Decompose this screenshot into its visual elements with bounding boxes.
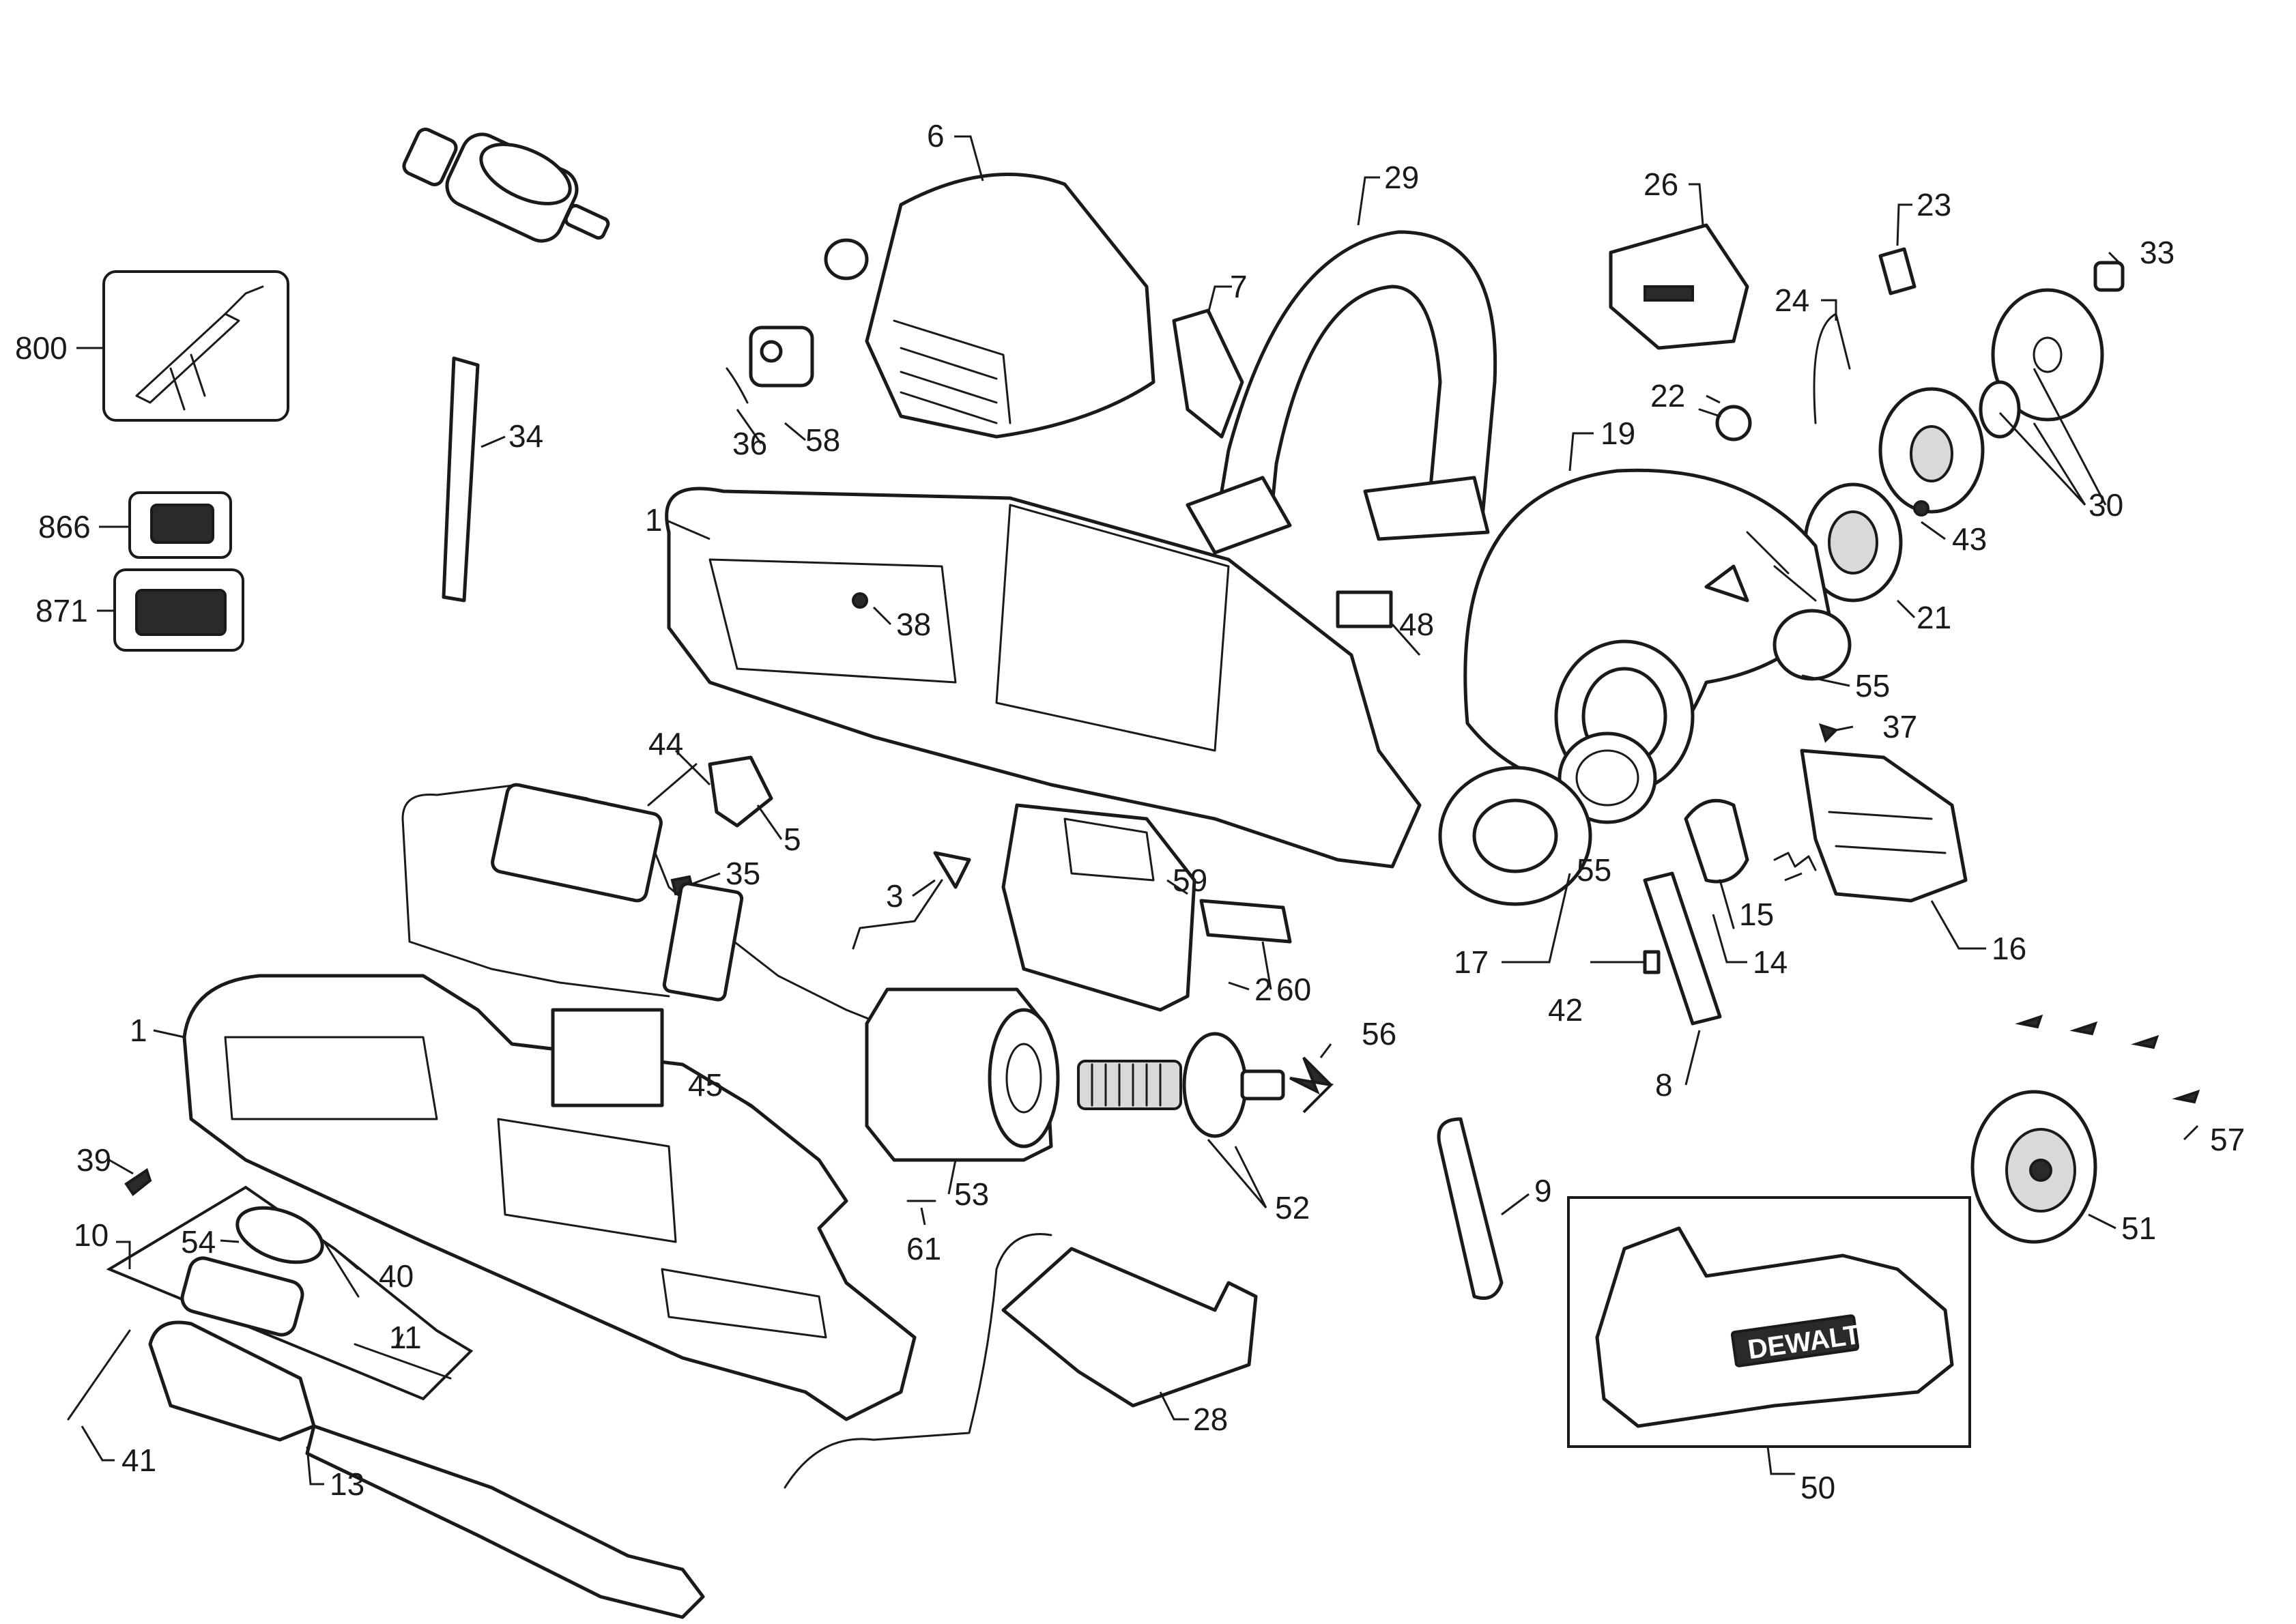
arm-9-drawing: [1437, 1117, 1504, 1300]
callout-58: 58: [805, 422, 840, 458]
part-866-frame: [128, 491, 232, 559]
callout-26: 26: [1644, 166, 1678, 202]
arch-handle-drawing: [1186, 230, 1497, 555]
gearbox-51-drawing: [1970, 1014, 2200, 1244]
cap-26-drawing: [1609, 223, 1749, 350]
callout-23: 23: [1917, 187, 1951, 222]
callout-60: 60: [1276, 972, 1311, 1007]
motor-53-drawing: [865, 987, 1060, 1202]
callout-24: 24: [1775, 282, 1809, 318]
callout-866: 866: [38, 509, 91, 545]
flange-21-drawing: [1803, 482, 1929, 603]
callout-871: 871: [35, 593, 88, 628]
callout-40: 40: [379, 1258, 414, 1294]
handle-13-drawing: [67, 1233, 1052, 1619]
bracket-58-drawing: [726, 325, 814, 404]
callout-54: 54: [181, 1224, 216, 1260]
callout-48: 48: [1399, 607, 1434, 642]
arm-housing-50-frame: DEWALT: [1567, 1196, 1971, 1448]
callout-10: 10: [74, 1217, 109, 1253]
callout-35: 35: [726, 856, 760, 891]
callout-44: 44: [648, 726, 683, 762]
callout-17: 17: [1454, 944, 1489, 980]
seals-55-drawing: [1558, 609, 1852, 824]
callout-13: 13: [330, 1466, 364, 1502]
callout-3: 3: [886, 878, 904, 914]
fitting-23-drawing: [1878, 247, 1917, 295]
callout-11: 11: [389, 1320, 422, 1355]
callout-28: 28: [1193, 1402, 1228, 1437]
water-valve-drawing: [402, 128, 610, 243]
callout-52: 52: [1275, 1190, 1310, 1226]
water-ring-17-drawing: [1438, 766, 1592, 906]
part-800-frame: [102, 270, 289, 422]
callout-19: 19: [1601, 416, 1635, 451]
electronics-box-2-drawing: [1001, 803, 1292, 1012]
callout-43: 43: [1952, 521, 1987, 557]
part-871-frame: [113, 568, 244, 652]
callout-39: 39: [76, 1142, 111, 1178]
armature-52-drawing: [1077, 1032, 1334, 1138]
callout-42: 42: [1548, 992, 1583, 1028]
callout-6: 6: [927, 118, 945, 154]
switch-5-drawing: [647, 755, 773, 896]
bolt-42-drawing: [1596, 950, 1661, 974]
callout-51: 51: [2121, 1210, 2156, 1246]
callout-16: 16: [1992, 931, 2026, 966]
callout-61: 61: [906, 1231, 941, 1266]
leader-lines: [76, 135, 2199, 1485]
callout-14: 14: [1753, 944, 1788, 980]
bracket-16-drawing: [1800, 723, 1968, 903]
link-8-drawing: [1643, 871, 1722, 1026]
callout-21: 21: [1917, 600, 1951, 635]
callout-2: 2: [1254, 972, 1272, 1007]
wire-3-drawing: [852, 851, 971, 950]
callout-7: 7: [1230, 269, 1248, 304]
fitting-22-drawing: [1698, 405, 1752, 441]
callout-36: 36: [732, 426, 767, 461]
callout-59: 59: [1173, 862, 1207, 898]
callout-30: 30: [2089, 487, 2123, 523]
callout-labels: 800 866 871 34 6 7 29 26 23 33 24 22 19 …: [15, 118, 2245, 1505]
callout-5: 5: [784, 822, 801, 857]
callout-56: 56: [1362, 1016, 1396, 1052]
callout-1a: 1: [645, 502, 663, 538]
filter-cover-drawing: [824, 172, 1156, 439]
valve-group-10-drawing: [106, 1185, 474, 1401]
bracket-28-drawing: [1001, 1247, 1258, 1408]
lower-housing-drawing: [182, 974, 917, 1421]
callout-38: 38: [896, 607, 931, 642]
callout-50: 50: [1800, 1470, 1835, 1505]
label-48-drawing: [1336, 590, 1393, 628]
spring-15-drawing: [1773, 852, 1817, 871]
callout-57: 57: [2210, 1122, 2245, 1157]
callout-45: 45: [688, 1067, 723, 1103]
callout-33: 33: [2140, 235, 2175, 270]
hose-24-drawing: [1813, 313, 1851, 424]
callout-53: 53: [954, 1176, 989, 1212]
callout-34: 34: [508, 418, 543, 454]
callout-1b: 1: [130, 1013, 147, 1048]
upper-housing-drawing: [665, 487, 1422, 869]
screw-39-drawing: [124, 1168, 152, 1196]
callout-55a: 55: [1855, 668, 1890, 704]
callout-8: 8: [1655, 1067, 1673, 1103]
blade-guard-drawing: [1463, 468, 1831, 794]
clamp-7-drawing: [1172, 308, 1244, 439]
lever-14-drawing: [1684, 798, 1749, 929]
callout-22: 22: [1650, 378, 1685, 414]
callout-41: 41: [121, 1442, 156, 1478]
callout-37: 37: [1882, 709, 1917, 744]
callout-29: 29: [1384, 160, 1419, 195]
wrench-drawing: [442, 356, 480, 603]
flange-30-drawing: [1878, 261, 2125, 514]
callout-55b: 55: [1577, 852, 1611, 888]
callout-800: 800: [15, 330, 68, 366]
callout-15: 15: [1739, 897, 1774, 932]
callout-9: 9: [1534, 1173, 1552, 1208]
wire-harness-drawing: [401, 783, 882, 1025]
